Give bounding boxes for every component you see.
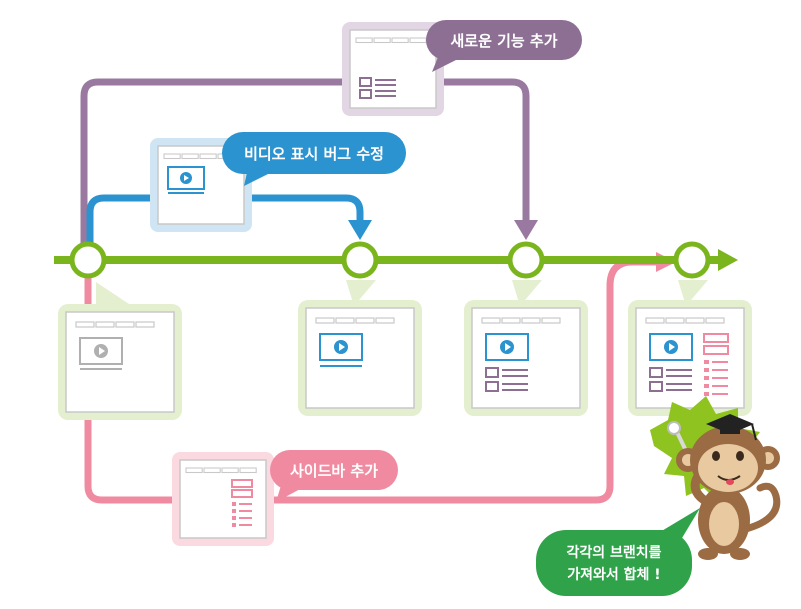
video-play-icon: [167, 166, 205, 194]
list-lines-icon: [485, 367, 528, 392]
purple-branch-line: [80, 78, 530, 258]
merge-label-line1: 각각의 브랜치를: [566, 544, 661, 561]
main-arrowhead-icon: [718, 249, 738, 271]
video-play-icon: [649, 333, 693, 361]
pink-branch-line: [84, 258, 660, 504]
video-fix-label: 비디오 표시 버그 수정: [244, 145, 384, 163]
snapshot-window-2: [298, 280, 422, 416]
snapshot-window-3: [464, 280, 588, 416]
commit-node-3: [507, 241, 545, 279]
list-lines-icon: [649, 367, 692, 392]
blue-arrowhead-icon: [348, 220, 372, 240]
sidebar-blocks-icon: [231, 479, 253, 527]
new-feature-bubble: 새로운 기능 추가: [426, 20, 582, 72]
video-play-icon: [319, 333, 363, 367]
video-play-icon: [79, 337, 123, 370]
merge-label-line2: 가져와서 합체 !: [567, 566, 660, 583]
list-lines-icon: [359, 77, 396, 99]
commit-node-1: [69, 241, 107, 279]
video-play-icon: [485, 333, 529, 361]
commit-node-4: [673, 241, 711, 279]
sidebar-window: [172, 452, 274, 546]
commit-node-2: [341, 241, 379, 279]
purple-arrowhead-icon: [514, 220, 538, 240]
sidebar-blocks-icon: [703, 333, 729, 396]
mascot-monkey-icon: [650, 396, 781, 560]
sidebar-bubble: 사이드바 추가: [270, 450, 398, 502]
snapshot-window-merged: [628, 280, 752, 416]
snapshot-window-1: [58, 282, 182, 420]
sidebar-label: 사이드바 추가: [290, 462, 378, 480]
merge-bubble: 각각의 브랜치를 가져와서 합체 !: [536, 508, 700, 596]
video-fix-bubble: 비디오 표시 버그 수정: [222, 132, 406, 186]
new-feature-label: 새로운 기능 추가: [450, 32, 557, 50]
